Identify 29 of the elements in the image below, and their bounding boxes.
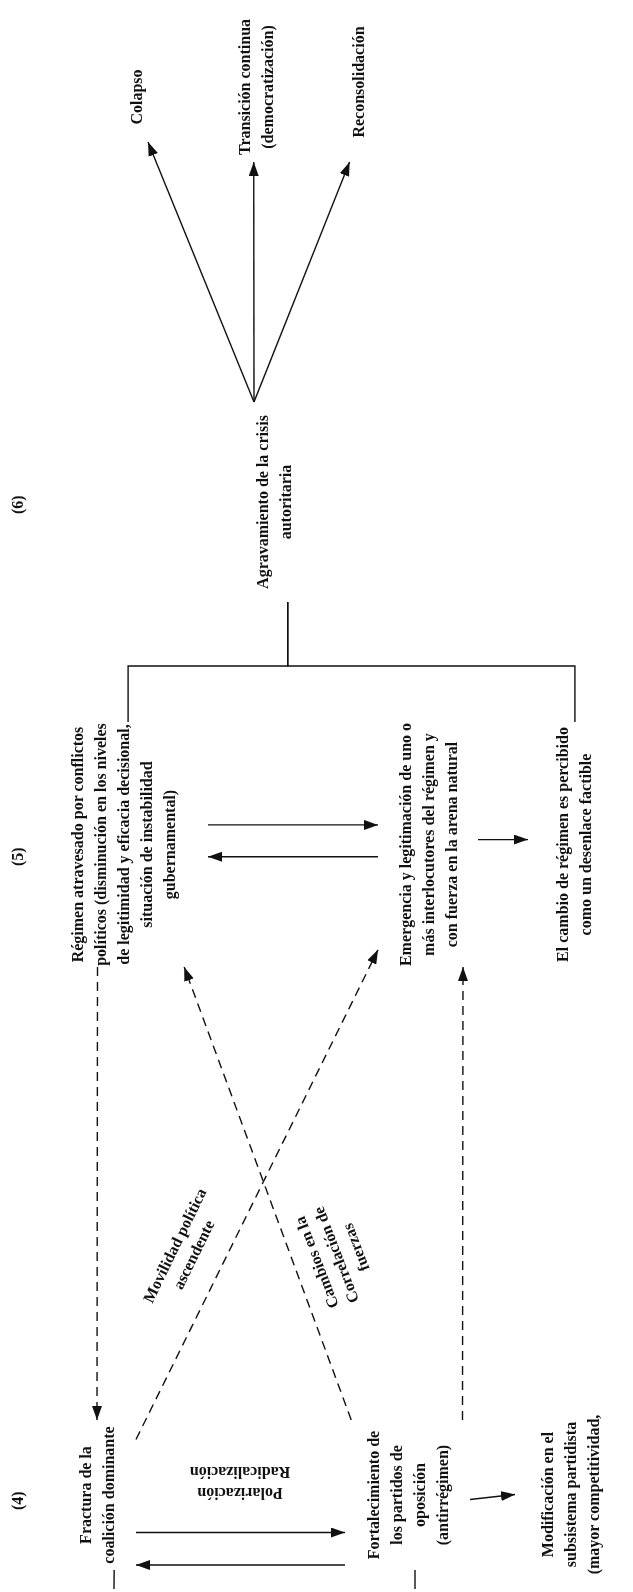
node-text: Transición continua (democratización) (218, 12, 294, 162)
arrow (135, 1527, 346, 1538)
dashed-arrow (92, 966, 102, 1421)
connector-line (414, 1569, 416, 1590)
section-number: (5) (8, 847, 28, 866)
node-text: Emergencia y legitimación de uno o más interlocutores del régimen y con fuerza en la arena natural (378, 722, 478, 967)
arrow (207, 851, 379, 862)
section-number: (6) (8, 495, 28, 514)
dashed-arrow (183, 966, 352, 1421)
node-text: Fortalecimiento de los partidos de oposición (antirrégimen) (345, 1420, 470, 1570)
arrow (135, 1560, 346, 1571)
node-text: Agravamiento de la crisis autoritaria (236, 402, 311, 602)
connector-line (287, 601, 576, 723)
arrow (147, 141, 255, 403)
node-text: El cambio de régimen es percibido como un desenlace factible (528, 722, 620, 967)
arrow (207, 819, 379, 830)
node-text: Fractura de la coalición dominante (58, 1420, 136, 1570)
arrow (253, 161, 351, 403)
arrow (477, 834, 529, 845)
dashed-arrow (135, 949, 379, 1441)
connector-line (113, 1569, 115, 1590)
dashed-arrow (458, 966, 468, 1421)
node-text: Reconsolidación (346, 2, 370, 162)
node-text: Colapso (124, 52, 148, 142)
arrow (248, 161, 259, 403)
section-number: (4) (8, 1491, 28, 1510)
node-text: Régimen atravesado por conflictos políticos (disminución en los niveles de legitimidad y eficacia decisional, situación de instabilidad gubernamental) (38, 722, 208, 967)
arrow (469, 1491, 516, 1501)
node-text: Modificación en el subsistema partidista (mayor competitividad, (515, 1412, 625, 1577)
